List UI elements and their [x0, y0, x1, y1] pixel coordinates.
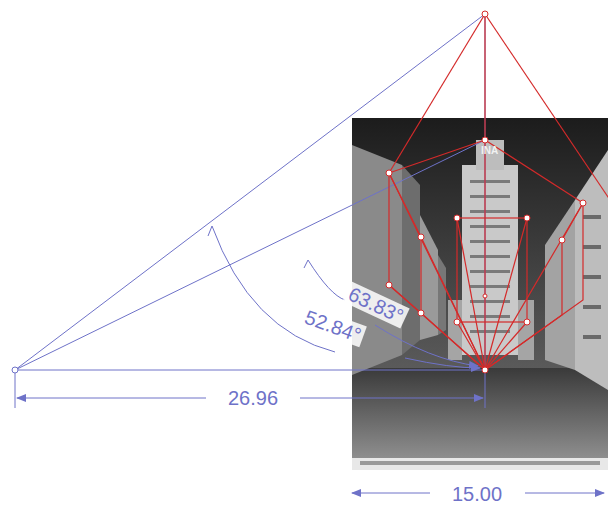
dimension-label: 15.00 — [449, 483, 505, 505]
dimension-label: 26.96 — [225, 387, 281, 409]
sign-text: INA — [481, 146, 498, 156]
